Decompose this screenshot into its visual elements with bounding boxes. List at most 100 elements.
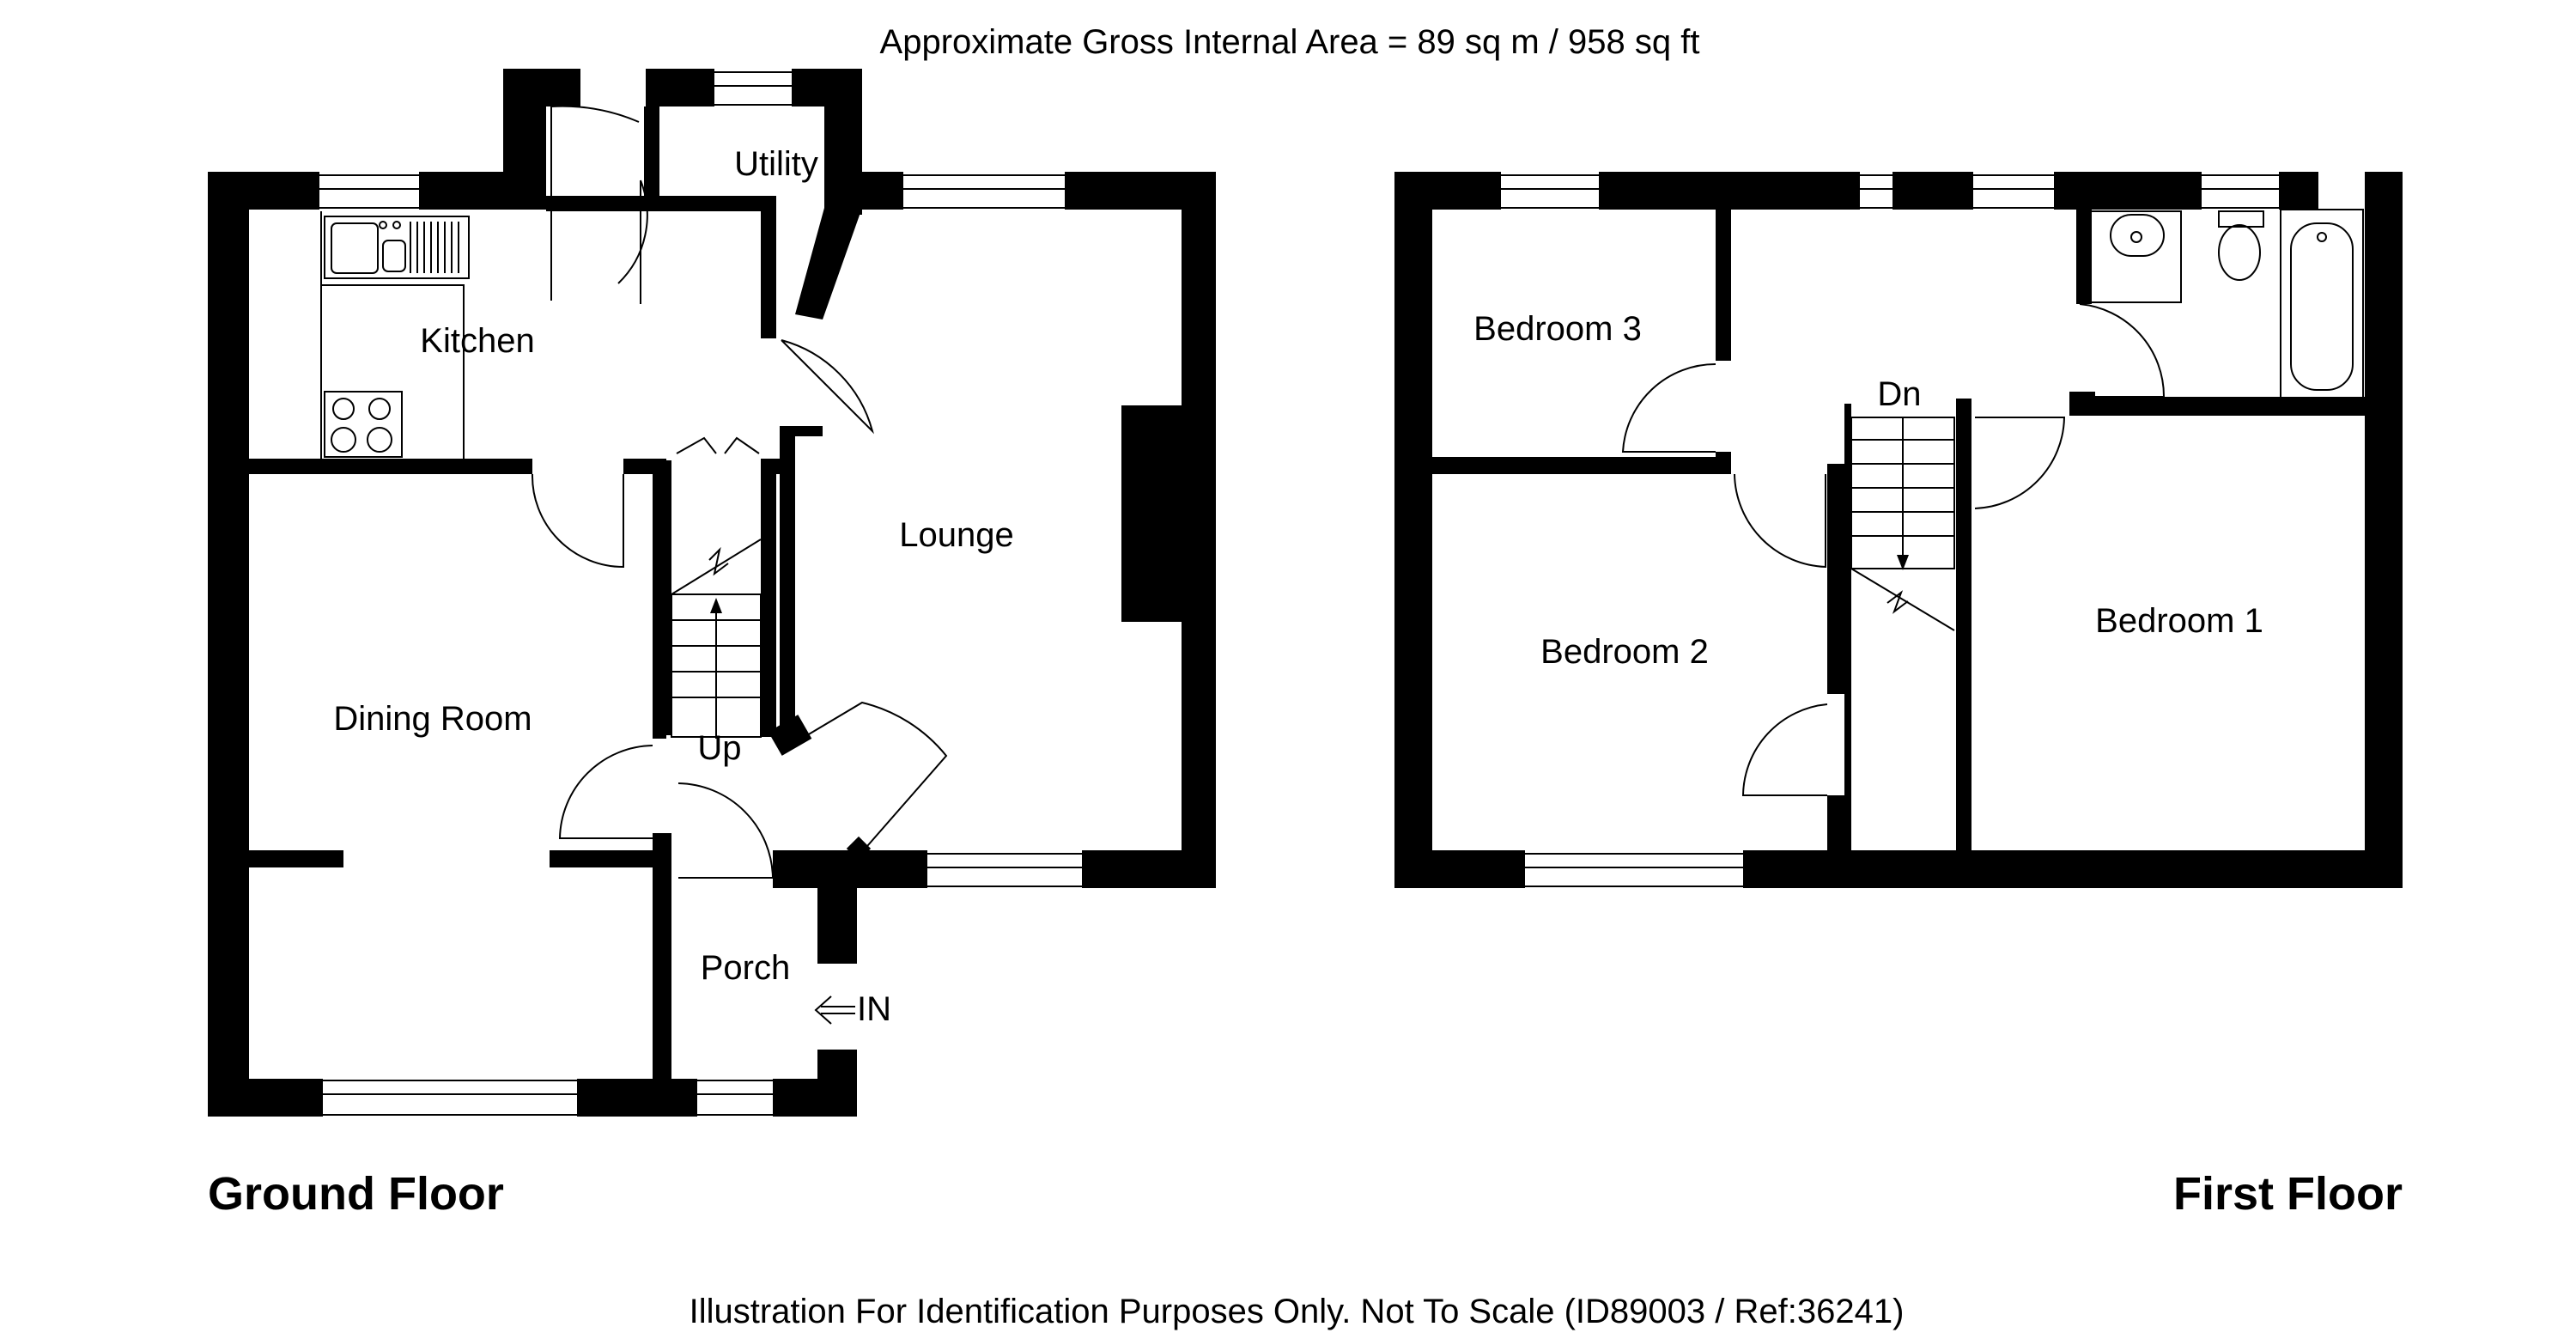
gf-window-kitchen [319, 174, 419, 209]
gf-wall-lounge-west-top [780, 426, 823, 436]
first-floor-plan: Bedroom 3 Bedroom 2 Bedroom 1 Dn First F… [1394, 172, 2403, 1220]
gf-door-jamb-b [846, 836, 872, 861]
gf-wall-south-dining-b [577, 1079, 654, 1117]
gf-wall-porch-east-a [817, 888, 857, 964]
room-label-lounge: Lounge [899, 516, 1013, 554]
ff-window-bedroom-3 [1501, 174, 1599, 209]
ff-wall-north-c [1893, 172, 1973, 210]
room-label-kitchen: Kitchen [420, 322, 534, 360]
ff-wall-bed2-east-b [1827, 795, 1844, 852]
ff-window-bedroom-2 [1525, 853, 1743, 887]
toilet-cistern-icon [2218, 210, 2264, 228]
gf-wall-porch-west [653, 833, 671, 1082]
first-floor-title: First Floor [2173, 1168, 2403, 1220]
ff-door-bedroom-3[interactable] [1621, 362, 1716, 453]
washbasin-icon [2110, 214, 2165, 257]
room-label-bedroom-2: Bedroom 2 [1540, 633, 1709, 671]
gf-door-dining-hall[interactable] [558, 745, 653, 839]
gf-wall-utility-angle [795, 208, 862, 320]
ff-wall-bed3-stub [1716, 452, 1731, 474]
gf-wall-kitchen-dining-a [249, 459, 532, 474]
stairs-label-down: Dn [1877, 375, 1921, 413]
ff-wall-north-d [2054, 172, 2202, 210]
gf-window-dining-front [323, 1080, 577, 1116]
gf-door-dining-kitchen[interactable] [531, 473, 624, 569]
gf-window-lounge-front [927, 853, 1082, 887]
gf-door-cupboard[interactable] [676, 436, 760, 454]
gf-door-back[interactable] [550, 105, 640, 301]
gf-chimney-breast [1121, 405, 1183, 622]
gf-wall-kitchen-utility [546, 196, 761, 211]
gf-wall-lounge-west [780, 426, 795, 735]
gf-door-utility-swing [617, 180, 648, 284]
stairs-label-up: Up [697, 729, 741, 767]
gf-wall-porch-south-a [653, 1079, 697, 1117]
ff-wall-west [1394, 172, 1432, 888]
ff-door-bedroom-2-lower[interactable] [1741, 703, 1828, 796]
gf-wall-stair-east [761, 459, 776, 737]
ff-wall-bed1-west [1956, 399, 1971, 852]
gf-wall-utility-top-a [646, 69, 714, 107]
entrance-label: IN [857, 990, 891, 1028]
gf-wall-south-lounge-b [1082, 850, 1216, 888]
gf-door-jamb [768, 715, 812, 756]
gf-door-lounge-upper[interactable] [781, 339, 874, 435]
ff-wall-bed2-east-a [1827, 464, 1844, 694]
room-label-bedroom-3: Bedroom 3 [1473, 310, 1642, 348]
ff-stairs [1850, 417, 1955, 631]
gf-stairs [671, 539, 762, 739]
gf-kitchen-units [320, 211, 470, 460]
gf-wall-stair-inner [665, 460, 671, 735]
toilet-icon [2218, 224, 2261, 281]
room-label-utility: Utility [734, 145, 818, 183]
gf-window-porch-front [697, 1080, 773, 1116]
gf-wall-east [1182, 172, 1216, 888]
ff-door-bedroom-1[interactable] [1974, 417, 2066, 509]
ground-floor-title: Ground Floor [208, 1168, 504, 1220]
gf-door-porch-inner[interactable] [677, 782, 775, 879]
gf-wall-dining-divider-b [550, 850, 653, 867]
gf-wall-porch-south-b [773, 1079, 857, 1117]
ff-wall-south-b [1743, 850, 2403, 888]
sink-icon [324, 216, 470, 279]
gf-wall-south-lounge-a [773, 850, 927, 888]
gf-window-lounge-rear [903, 174, 1065, 209]
ff-wall-bed3-south [1432, 457, 1716, 474]
ff-window-landing-a [1860, 174, 1893, 209]
gf-wall-kitchen-hall-upper [761, 196, 776, 338]
ground-floor-plan: Kitchen Utility Lounge Dining Room Porch… [208, 69, 1216, 1220]
room-label-porch: Porch [701, 949, 791, 987]
gf-wall-dining-divider-a [249, 850, 343, 867]
gf-wall-north-lounge-a [843, 172, 903, 210]
gf-door-lounge-lower[interactable] [798, 701, 948, 853]
ff-wall-bath-west [2076, 198, 2092, 304]
gf-wall-stair-west [653, 474, 666, 739]
ff-window-bathroom [2202, 174, 2279, 209]
ff-wall-north-a [1394, 172, 1501, 210]
bath-icon [2280, 209, 2364, 399]
disclaimer: Illustration For Identification Purposes… [690, 1293, 1905, 1330]
gf-window-utility [714, 71, 792, 106]
gf-wall-rear-top [546, 69, 580, 107]
ff-bathroom-fittings [2092, 209, 2364, 399]
gf-wall-rear-west [503, 69, 546, 210]
arrow-left-icon [814, 995, 855, 1025]
ff-wall-east [2365, 172, 2403, 888]
ff-wall-stair-west [1844, 404, 1851, 850]
gf-stairs-up-arrow-icon [710, 598, 722, 613]
ff-wall-bath-stub [2069, 392, 2095, 416]
room-label-bedroom-1: Bedroom 1 [2095, 602, 2263, 640]
ff-wall-bed3-east [1716, 198, 1731, 361]
ff-wall-bed1-north [2081, 397, 2365, 416]
gf-wall-utility-west [644, 107, 659, 201]
ff-wall-south-a [1394, 850, 1525, 888]
ff-door-bathroom[interactable] [2079, 303, 2166, 398]
ff-window-landing-b [1973, 174, 2054, 209]
ff-door-bedroom-2-upper[interactable] [1734, 473, 1826, 569]
gf-wall-north-kitchen-a [208, 172, 319, 210]
room-label-dining-room: Dining Room [333, 700, 532, 738]
gf-wall-west [208, 172, 249, 1117]
ff-stairs-down-arrow-icon [1897, 555, 1909, 570]
gf-wall-kitchen-dining-b [623, 459, 666, 474]
